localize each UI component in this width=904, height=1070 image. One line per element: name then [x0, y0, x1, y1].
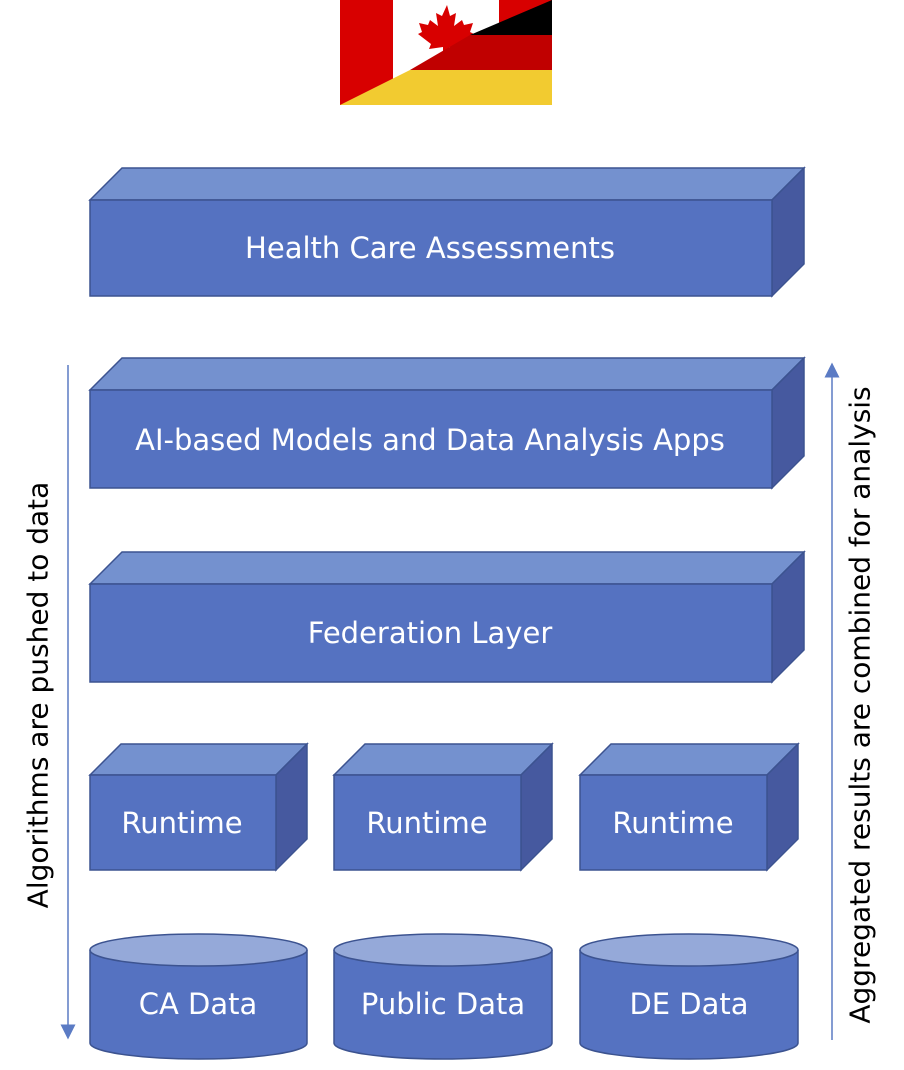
data-store-label: Public Data [361, 987, 525, 1021]
runtime-box-de: Runtime [578, 742, 800, 872]
runtime-label: Runtime [612, 806, 733, 840]
left-arrow-label: Algorithms are pushed to data [22, 482, 55, 909]
data-store-label: DE Data [629, 987, 748, 1021]
public-data-cylinder: Public Data [333, 933, 553, 1060]
health-care-assessments-label: Health Care Assessments [245, 231, 615, 265]
federation-layer: Federation Layer [88, 550, 806, 684]
runtime-box-public: Runtime [332, 742, 554, 872]
right-arrow-label: Aggregated results are combined for anal… [844, 386, 877, 1023]
ai-models-label: AI-based Models and Data Analysis Apps [135, 423, 725, 457]
ai-models-layer: AI-based Models and Data Analysis Apps [88, 356, 806, 490]
ca-data-cylinder: CA Data [89, 933, 308, 1060]
runtime-box-ca: Runtime [88, 742, 309, 872]
canada-germany-flag-icon [340, 0, 552, 105]
data-store-label: CA Data [139, 987, 258, 1021]
de-data-cylinder: DE Data [579, 933, 799, 1060]
health-care-assessments-layer: Health Care Assessments [88, 166, 806, 298]
runtime-label: Runtime [366, 806, 487, 840]
runtime-label: Runtime [121, 806, 242, 840]
federation-layer-label: Federation Layer [308, 616, 553, 650]
